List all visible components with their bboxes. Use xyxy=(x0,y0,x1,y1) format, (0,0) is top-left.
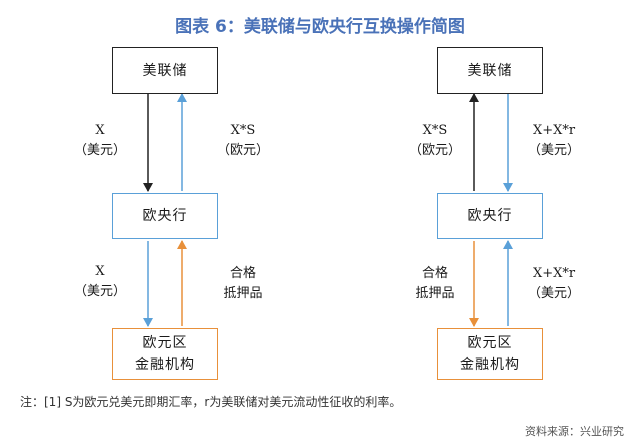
right-label-inst-to-ecb: X+X*r （美元） xyxy=(527,266,580,301)
right-label-ecb-to-fed: X*S （欧元） xyxy=(408,123,461,158)
right-ecb-label: 欧央行 xyxy=(467,208,513,224)
right-label-fed-to-ecb: X+X*r （美元） xyxy=(527,123,580,158)
left-institution-label-1: 欧元区 xyxy=(142,335,188,351)
left-institution-box: 欧元区 金融机构 xyxy=(112,328,218,380)
right-label-ecb-to-inst: 合格 抵押品 xyxy=(415,266,455,301)
left-ecb-label: 欧央行 xyxy=(142,208,188,224)
right-institution-label-1: 欧元区 xyxy=(467,335,513,351)
right-fed-label: 美联储 xyxy=(467,62,513,79)
left-fed-box: 美联储 xyxy=(112,47,218,94)
left-ecb-box: 欧央行 xyxy=(112,193,218,239)
footnote: 注：[1] S为欧元兑美元即期汇率，r为美联储对美元流动性征收的利率。 xyxy=(20,395,402,409)
left-institution-label-2: 金融机构 xyxy=(135,357,195,373)
left-label-ecb-to-fed: X*S （欧元） xyxy=(216,123,269,158)
source-credit: 资料来源：兴业研究 xyxy=(525,425,624,438)
right-institution-label-2: 金融机构 xyxy=(460,357,520,373)
left-fed-label: 美联储 xyxy=(142,62,188,79)
right-ecb-box: 欧央行 xyxy=(437,193,543,239)
right-fed-box: 美联储 xyxy=(437,47,543,94)
left-label-inst-to-ecb: 合格 抵押品 xyxy=(223,266,263,301)
left-label-ecb-to-inst: X （美元） xyxy=(73,264,126,299)
left-label-fed-to-ecb: X （美元） xyxy=(73,123,126,158)
right-institution-box: 欧元区 金融机构 xyxy=(437,328,543,380)
figure-title: 图表 6：美联储与欧央行互换操作简图 xyxy=(175,17,465,37)
